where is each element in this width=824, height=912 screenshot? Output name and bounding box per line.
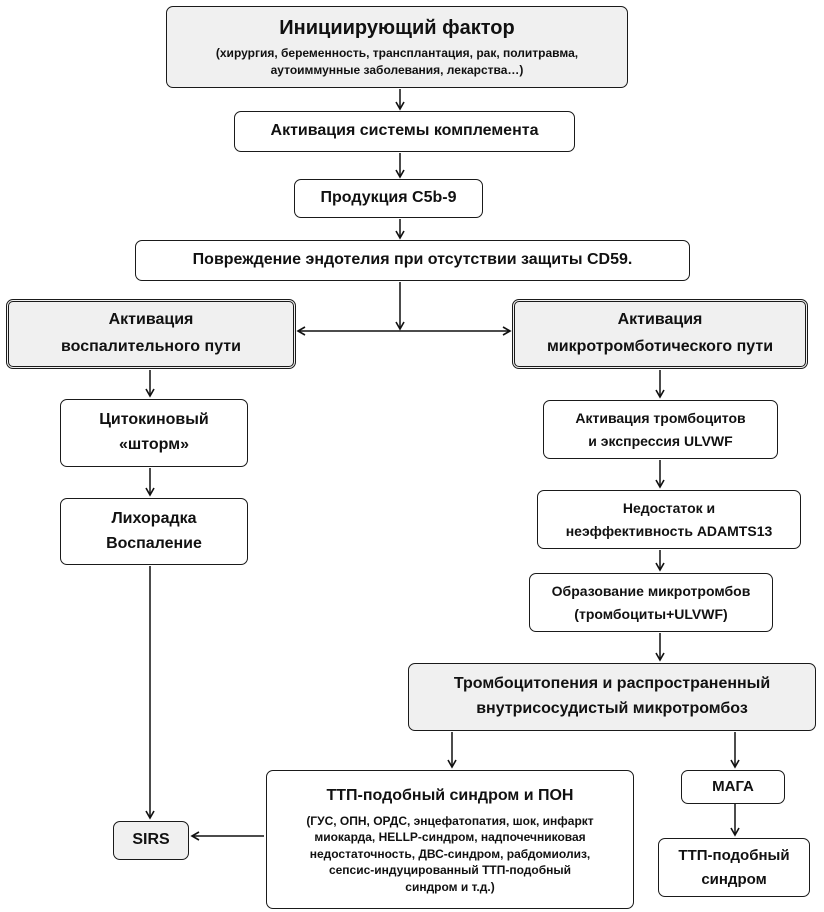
initiating-factor-line2: аутоиммунные заболевания, лекарства…) <box>270 62 524 77</box>
cytokine-storm-line2: «шторм» <box>119 436 189 453</box>
endothelium-damage-box: Повреждение эндотелия при отсутствии защ… <box>135 240 690 281</box>
thrombocytopenia-line2: внутрисосудистый микротромбоз <box>476 700 748 717</box>
ttp-pon-detail-line: миокарда, HELLP-синдром, надпочечниковая <box>314 830 586 845</box>
ttp-pon-detail-line: (ГУС, ОПН, ОРДС, энцефатопатия, шок, инф… <box>306 813 594 828</box>
maga-label: МАГА <box>712 778 754 796</box>
microthrombi-line1: Образование микротромбов <box>551 583 751 600</box>
ttp-pon-detail-line: недостаточность, ДВС-синдром, рабдомиоли… <box>309 846 591 861</box>
c5b9-production-box: Продукция C5b-9 <box>294 179 483 218</box>
ttp-like-syndrome-box: ТТП-подобный синдром <box>658 838 810 897</box>
initiating-factor-title: Инициирующий фактор <box>279 16 515 39</box>
cytokine-storm-box: Цитокиновый «шторм» <box>60 399 248 467</box>
sirs-label: SIRS <box>132 831 170 849</box>
initiating-factor-line1: (хирургия, беременность, трансплантация,… <box>215 45 579 60</box>
fever-line1: Лихорадка <box>111 509 197 527</box>
ttp-pon-detail-line: синдром и т.д.) <box>405 879 495 894</box>
ttp-pon-detail-line: сепсис-индуцированный ТТП-подобный <box>328 863 572 878</box>
inflammatory-path-box: Активация воспалительного пути <box>6 299 296 369</box>
adamts13-box: Недостаток и неэффективность ADAMTS13 <box>537 490 801 549</box>
platelet-activation-line2: и экспрессия ULVWF <box>588 432 733 449</box>
platelet-activation-line1: Активация тромбоцитов <box>575 410 746 427</box>
microthrombotic-path-line1: Активация <box>617 311 703 329</box>
adamts13-line1: Недостаток и <box>622 500 716 517</box>
fever-box: Лихорадка Воспаление <box>60 498 248 565</box>
inflammatory-path-line2: воспалительного пути <box>61 338 241 355</box>
adamts13-line2: неэффективность ADAMTS13 <box>565 522 773 539</box>
thrombocytopenia-box: Тромбоцитопения и распространенный внутр… <box>408 663 816 731</box>
endothelium-damage-label: Повреждение эндотелия при отсутствии защ… <box>192 251 633 269</box>
ttp-pon-box: ТТП-подобный синдром и ПОН (ГУС, ОПН, ОР… <box>266 770 634 909</box>
complement-activation-box: Активация системы комплемента <box>234 111 575 152</box>
microthrombotic-path-box: Активация микротромботического пути <box>512 299 808 369</box>
ttp-like-line1: ТТП-подобный <box>678 847 790 864</box>
inflammatory-path-line1: Активация <box>108 311 194 329</box>
c5b9-production-label: Продукция C5b-9 <box>320 189 457 207</box>
microthrombi-line2: (тромбоциты+ULVWF) <box>574 605 728 622</box>
sirs-box: SIRS <box>113 821 189 860</box>
complement-activation-label: Активация системы комплемента <box>270 122 539 140</box>
fever-line2: Воспаление <box>106 534 202 552</box>
ttp-pon-title: ТТП-подобный синдром и ПОН <box>326 786 574 804</box>
maga-box: МАГА <box>681 770 785 804</box>
ttp-like-line2: синдром <box>701 870 767 888</box>
platelet-activation-box: Активация тромбоцитов и экспрессия ULVWF <box>543 400 778 459</box>
microthrombi-box: Образование микротромбов (тромбоциты+ULV… <box>529 573 773 632</box>
cytokine-storm-line1: Цитокиновый <box>99 411 209 429</box>
initiating-factor-box: Инициирующий фактор (хирургия, беременно… <box>166 6 628 88</box>
thrombocytopenia-line1: Тромбоцитопения и распространенный <box>453 675 771 693</box>
microthrombotic-path-line2: микротромботического пути <box>546 338 774 355</box>
